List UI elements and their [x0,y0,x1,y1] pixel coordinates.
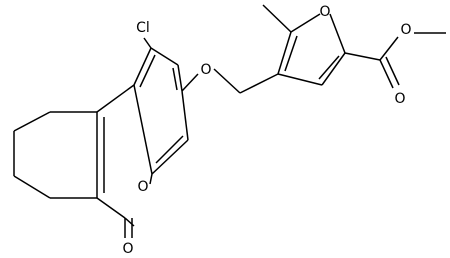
bond [181,90,189,141]
ester-carbonyl-bond [379,59,394,89]
bond [318,55,340,80]
ether-ch2-bond [213,68,241,94]
methyl-ester-group [344,32,446,89]
bond [321,52,346,86]
bond [133,47,152,86]
pyranone-ring [96,84,153,238]
bond [277,73,323,86]
bond [290,13,321,33]
bond [329,13,346,54]
ester-carbonyl-bond [385,56,400,86]
bond [344,52,381,61]
bond [13,111,51,132]
bond [13,175,51,199]
c-cl-bond [143,37,152,49]
bond [133,84,153,175]
bond [96,197,126,219]
methyl-bond [262,4,292,33]
bond [150,47,179,66]
lactone-carbonyl-oxygen-label: O [122,241,133,257]
bond [151,139,189,175]
bond [172,67,178,91]
chlorine-label: Cl [136,20,150,36]
bond [155,135,184,164]
bond [379,36,399,61]
bond [96,84,135,113]
ether-oxygen-label: O [200,62,211,78]
bond [149,173,153,185]
bond [177,64,183,92]
furan-ring [277,13,346,86]
cyclohexene-ring [13,111,97,199]
ester-methoxy-oxygen-label: O [400,22,411,38]
aryl-ether-bond [181,73,199,92]
lactone-ring-oxygen-label: O [137,179,148,195]
bond [277,31,292,75]
ch2-furan-bond [239,73,279,94]
furan-oxygen-label: O [319,4,330,20]
benzene-ring [133,47,189,175]
bond [139,54,156,88]
ester-carbonyl-oxygen-label: O [394,91,405,107]
bond [284,35,298,72]
